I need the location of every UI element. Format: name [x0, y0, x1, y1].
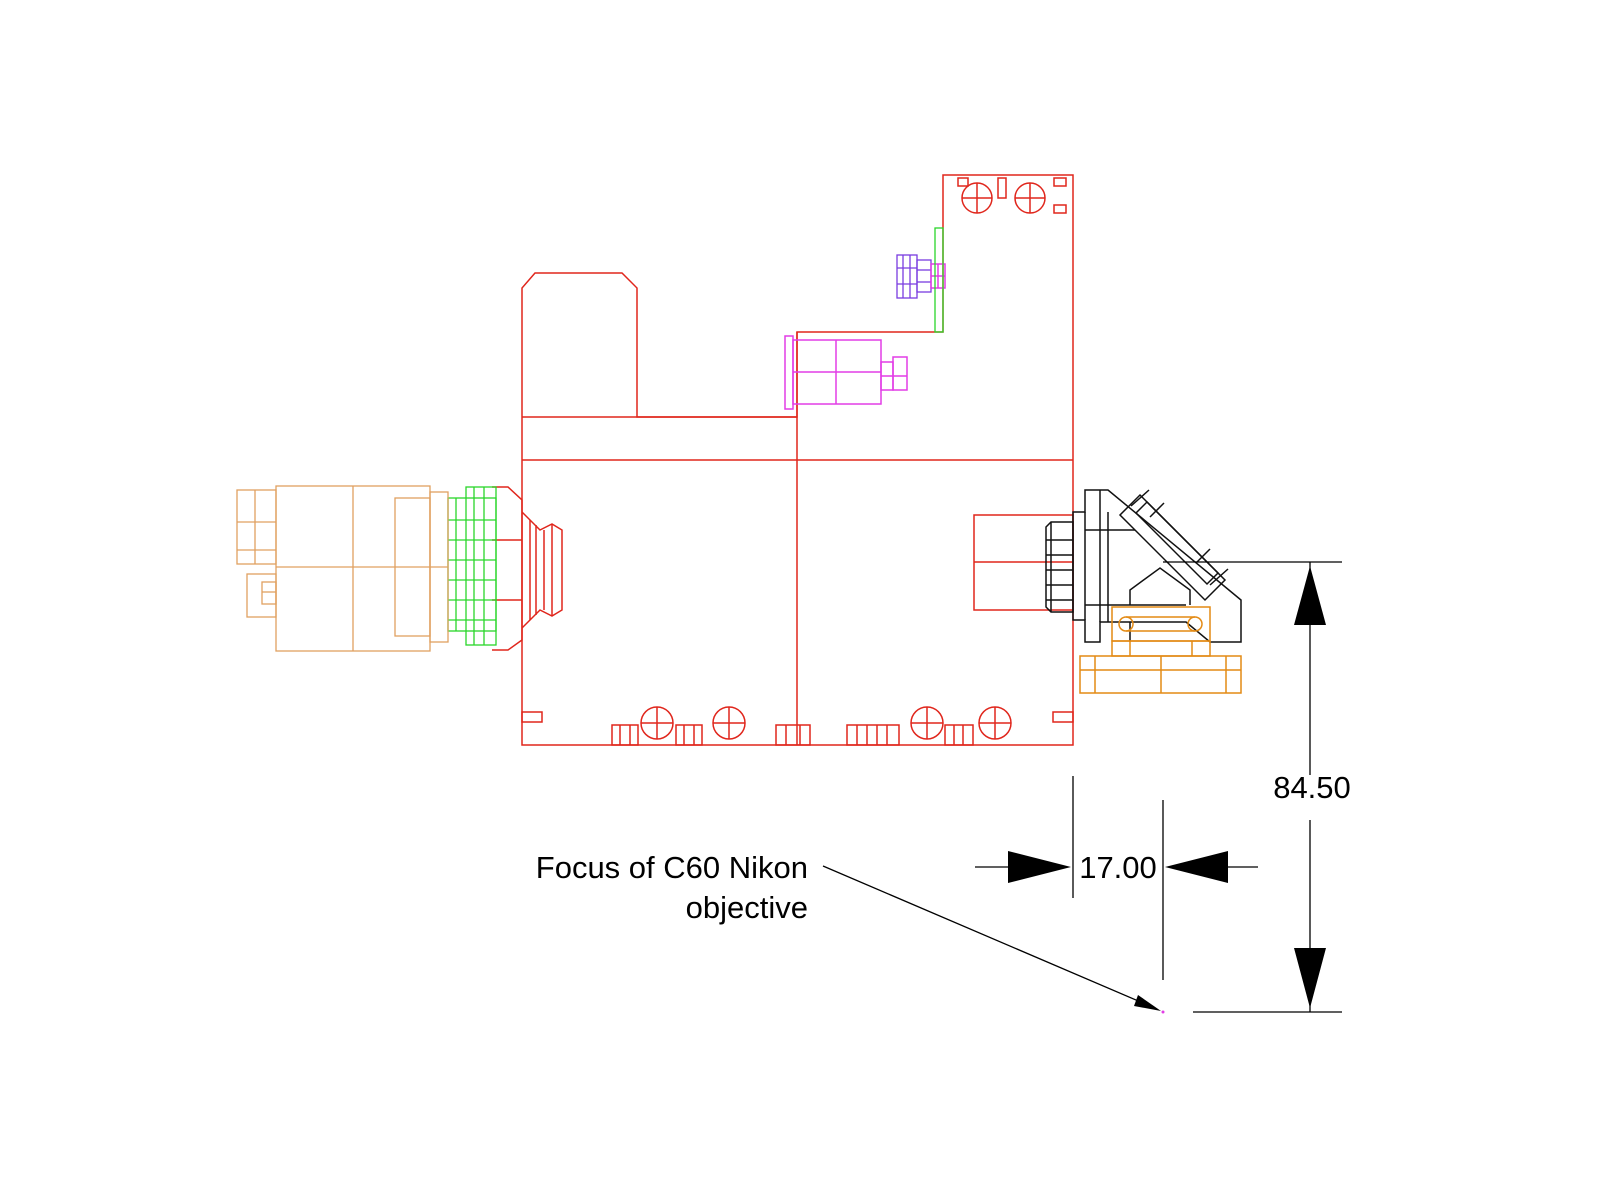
dim-arrow-down: [1294, 948, 1326, 1008]
vertical-dimension: 84.50: [1163, 561, 1351, 1013]
vertical-dimension-label: 84.50: [1273, 770, 1351, 805]
left-port-lens: [492, 486, 563, 651]
horizontal-dimension: 17.00: [975, 776, 1258, 980]
green-adapter: [447, 486, 497, 646]
focus-note-line1: Focus of C60 Nikon: [536, 850, 808, 885]
dim-arrow-right: [1008, 851, 1071, 883]
motor-unit: [784, 335, 908, 410]
lens-mount: [1079, 606, 1242, 694]
horizontal-dimension-label: 17.00: [1079, 850, 1157, 885]
dim-arrow-left: [1165, 851, 1228, 883]
focus-point: [1161, 1010, 1165, 1014]
connector-unit: [896, 227, 946, 333]
mirror-mount: [1045, 489, 1242, 643]
main-housing: [521, 174, 1074, 746]
focus-note-line2: objective: [686, 890, 808, 925]
leader-arrow: [1134, 995, 1161, 1011]
focus-note: Focus of C60 Nikon objective: [536, 850, 1165, 1014]
camera-body: [236, 485, 449, 652]
dim-arrow-up: [1294, 566, 1326, 625]
